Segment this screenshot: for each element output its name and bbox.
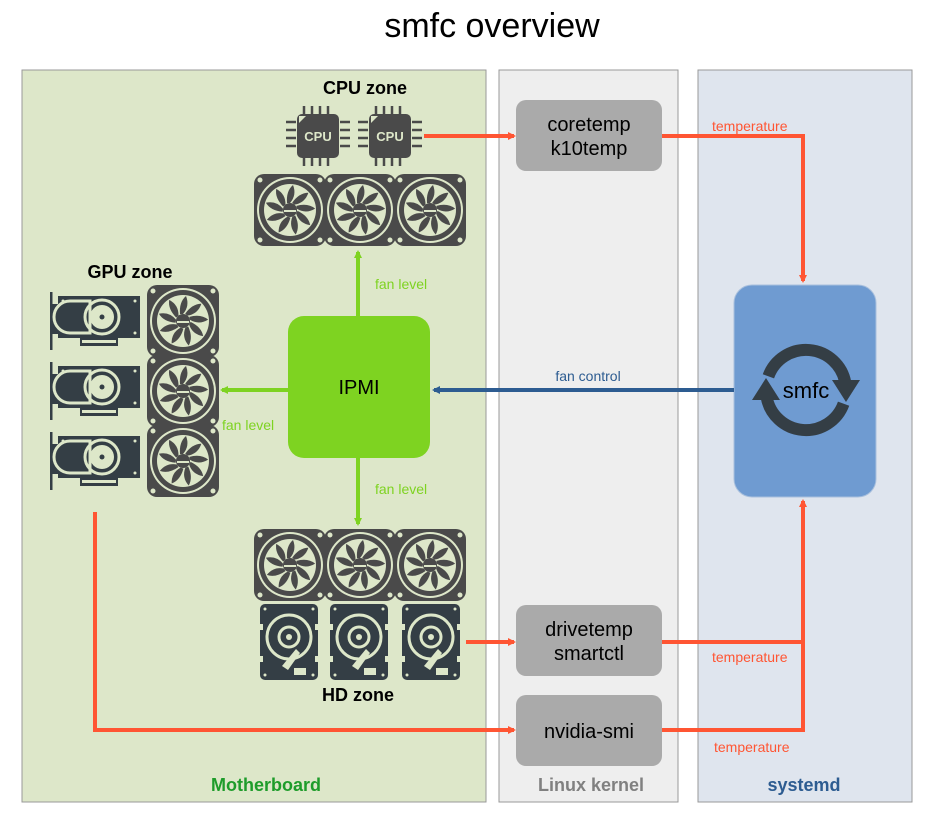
hard-drive-icon (260, 604, 318, 680)
cpu-chip-label: CPU (304, 129, 331, 144)
linux-kernel-label: Linux kernel (538, 775, 644, 795)
hd-fan-icon (324, 529, 396, 601)
nvidia-smi-box (516, 695, 662, 766)
coretemp-to-smfc-arrow (662, 134, 807, 283)
temperature-label-cpu: temperature (712, 118, 788, 134)
hd-zone-label: HD zone (322, 685, 394, 705)
smfc-label: smfc (783, 378, 829, 403)
hd-fan-icon (254, 529, 326, 601)
ipmi-label: IPMI (338, 377, 379, 399)
drivetemp-box (516, 605, 662, 676)
fan-level-label-gpu: fan level (222, 417, 274, 433)
gpu-fan-icon (147, 425, 219, 497)
cpu-chip-label: CPU (376, 129, 403, 144)
cpu-zone-label: CPU zone (323, 78, 407, 98)
temperature-label-gpu: temperature (714, 739, 790, 755)
cpu-fan-icon (324, 174, 396, 246)
motherboard-label: Motherboard (211, 775, 321, 795)
gpu-zone-label: GPU zone (87, 262, 172, 282)
systemd-label: systemd (767, 775, 840, 795)
fan-control-label: fan control (555, 368, 620, 384)
cpu-fan-icon (394, 174, 466, 246)
smartctl-label: smartctl (554, 643, 624, 665)
gpu-fan-icon (147, 355, 219, 427)
diagram-title: smfc overview (384, 7, 600, 45)
k10temp-label: k10temp (551, 138, 628, 160)
gpu-temp-arrow (93, 512, 516, 734)
refresh-cycle-icon (752, 343, 860, 437)
gpu-fan-icon (147, 285, 219, 357)
cpu-fan-icon (254, 174, 326, 246)
hard-drive-icon (330, 604, 388, 680)
fan-level-label-hd: fan level (375, 481, 427, 497)
nvidia-smi-to-smfc-line (662, 640, 805, 732)
ipmi-box (288, 316, 430, 458)
linux-kernel-panel (498, 69, 679, 803)
hd-fan-icon (394, 529, 466, 601)
drivetemp-label: drivetemp (545, 619, 633, 641)
nvidia-smi-label: nvidia-smi (544, 721, 634, 743)
coretemp-box (516, 100, 662, 171)
hard-drive-icon (402, 604, 460, 680)
temperature-label-hd: temperature (712, 649, 788, 665)
fan-level-label-cpu: fan level (375, 276, 427, 292)
coretemp-label: coretemp (547, 114, 630, 136)
